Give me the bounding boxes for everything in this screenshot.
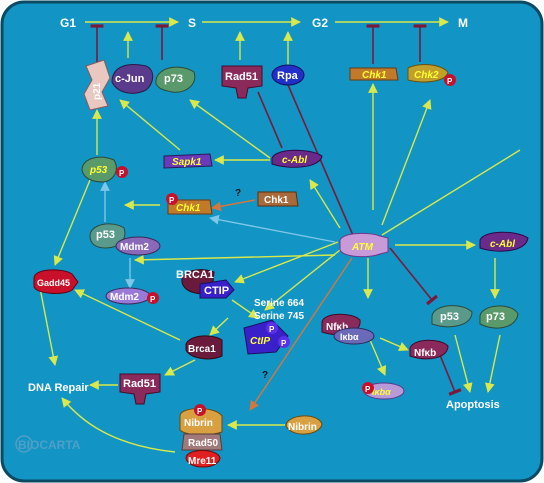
node-p53-mdm-label: p53	[96, 229, 115, 241]
serine-664-label: Serine 664	[254, 298, 304, 309]
node-mdm2-label: Mdm2	[120, 242, 149, 253]
unknown-link-mark: ?	[235, 188, 241, 199]
node-chk1-phospho[interactable]: Chk1 P	[166, 193, 213, 215]
phospho-badge	[278, 336, 290, 348]
node-p53-right[interactable]: p53	[431, 305, 473, 328]
phospho-label: P	[197, 407, 203, 416]
phospho-label: P	[150, 295, 156, 304]
node-chk1-plain-label: Chk1	[264, 195, 289, 206]
node-gadd45[interactable]: Gadd45	[33, 269, 79, 294]
serine-745-label: Serine 745	[254, 311, 304, 322]
node-atm-label: ATM	[351, 242, 374, 253]
phospho-badge	[194, 404, 206, 416]
inhibition-edges	[90, 24, 462, 396]
phospho-label: P	[269, 325, 275, 334]
node-rad51-bottom-label: Rad51	[123, 378, 156, 390]
node-p21-label: p21	[92, 82, 103, 100]
node-p73-top-label: p73	[164, 73, 183, 85]
node-rpa-label: Rpa	[277, 70, 299, 82]
node-sapk1[interactable]: Sapk1	[163, 153, 213, 169]
node-rad51-top[interactable]: Rad51	[221, 65, 263, 99]
outcome-apoptosis: Apoptosis	[446, 399, 500, 411]
node-nibrin-free[interactable]: Nibrin	[285, 415, 323, 435]
node-ikba-label: Iκbα	[340, 332, 359, 342]
node-nfkb2-label: Nfκb	[414, 348, 436, 359]
node-ctip-phospho[interactable]: CtIP P P	[243, 319, 290, 355]
node-p53-left[interactable]: p53 P	[81, 156, 128, 183]
node-c-abl-right-label: c-Abl	[490, 239, 515, 250]
node-p21[interactable]: p21	[83, 59, 111, 111]
phospho-badge	[147, 292, 159, 304]
node-p53-right-label: p53	[440, 311, 459, 323]
node-chk1-top-label: Chk1	[362, 70, 387, 81]
phospho-label: P	[447, 77, 453, 86]
phospho-badge	[166, 193, 178, 205]
node-mdm2-phospho-label: Mdm2	[110, 292, 139, 303]
node-mrn-complex[interactable]: Nibrin P Rad50 Mre11	[179, 404, 223, 468]
node-brca1-top-label: BRCA1	[176, 269, 214, 281]
node-chk2[interactable]: Chk2 P	[407, 64, 456, 86]
node-c-jun[interactable]: c-Jun	[111, 64, 154, 94]
orange-edges	[211, 199, 353, 411]
phase-m-label: M	[458, 16, 468, 30]
phase-s-label: S	[188, 16, 196, 30]
node-nfkb-label: Nfκb	[326, 322, 348, 333]
phospho-label: P	[169, 196, 175, 205]
node-rad50-label: Rad50	[188, 438, 218, 449]
node-p73-right-label: p73	[486, 311, 505, 323]
node-c-abl-right[interactable]: c-Abl	[479, 231, 529, 252]
node-nfkb-free[interactable]: Nfκb	[409, 339, 449, 360]
outcome-dna-repair: DNA Repair	[28, 382, 89, 394]
phospho-label: P	[281, 339, 287, 348]
node-sapk1-label: Sapk1	[172, 157, 202, 168]
node-p73-right[interactable]: p73	[479, 305, 519, 329]
node-ikba-phospho[interactable]: Iκbα P	[362, 382, 405, 400]
phospho-label: P	[119, 169, 125, 178]
node-brca1[interactable]: Brca1	[185, 335, 223, 360]
phase-g1-label: G1	[60, 16, 76, 30]
phospho-badge	[444, 74, 456, 86]
phospho-label: P	[365, 385, 371, 394]
unknown-link-mark: ?	[262, 370, 268, 381]
blue-edges	[100, 181, 336, 289]
phospho-badge	[362, 382, 374, 394]
watermark-text: BIOCARTA	[18, 438, 81, 452]
node-rad51-bottom[interactable]: Rad51	[119, 373, 161, 405]
node-ctip-label: CtIP	[250, 336, 270, 347]
node-mdm2-phospho[interactable]: Mdm2 P	[105, 287, 159, 305]
node-rad51-top-label: Rad51	[225, 71, 258, 83]
node-atm[interactable]: ATM	[339, 232, 389, 258]
node-p73-top[interactable]: p73	[155, 66, 196, 93]
phase-g2-label: G2	[312, 16, 328, 30]
node-rpa[interactable]: Rpa	[271, 64, 305, 86]
node-gadd45-label: Gadd45	[37, 278, 70, 288]
node-mre11-label: Mre11	[188, 456, 217, 467]
node-p53-left-label: p53	[89, 165, 108, 176]
node-nibrin-free-label: Nibrin	[288, 422, 317, 433]
phospho-badge	[266, 322, 278, 334]
node-c-jun-label: c-Jun	[115, 73, 145, 85]
node-chk1-plain[interactable]: Chk1	[257, 191, 299, 207]
node-nfkb-ikba-complex[interactable]: Nfκb Iκbα	[321, 313, 375, 345]
node-ctip-top-label: CTIP	[204, 285, 229, 297]
node-c-abl-mid[interactable]: c-Abl	[271, 149, 323, 168]
activation-edges	[39, 31, 521, 453]
node-chk2-label: Chk2	[414, 70, 439, 81]
node-chk1-top[interactable]: Chk1	[349, 67, 399, 81]
node-brca1-ctip-complex[interactable]: BRCA1 CTIP	[176, 269, 235, 299]
node-p53-mdm2-complex[interactable]: p53 Mdm2	[89, 223, 161, 256]
biocarta-logo: BIOCARTA	[15, 435, 81, 453]
node-nibrin-complex-label: Nibrin	[184, 418, 213, 429]
node-brca1-label: Brca1	[188, 344, 216, 355]
node-c-abl-mid-label: c-Abl	[282, 155, 307, 166]
node-ikba-phospho-label: Iκbα	[372, 387, 391, 397]
node-chk1-phospho-label: Chk1	[176, 203, 201, 214]
phospho-badge	[116, 166, 128, 178]
cell-cycle-timeline: G1 S G2 M	[60, 16, 468, 30]
